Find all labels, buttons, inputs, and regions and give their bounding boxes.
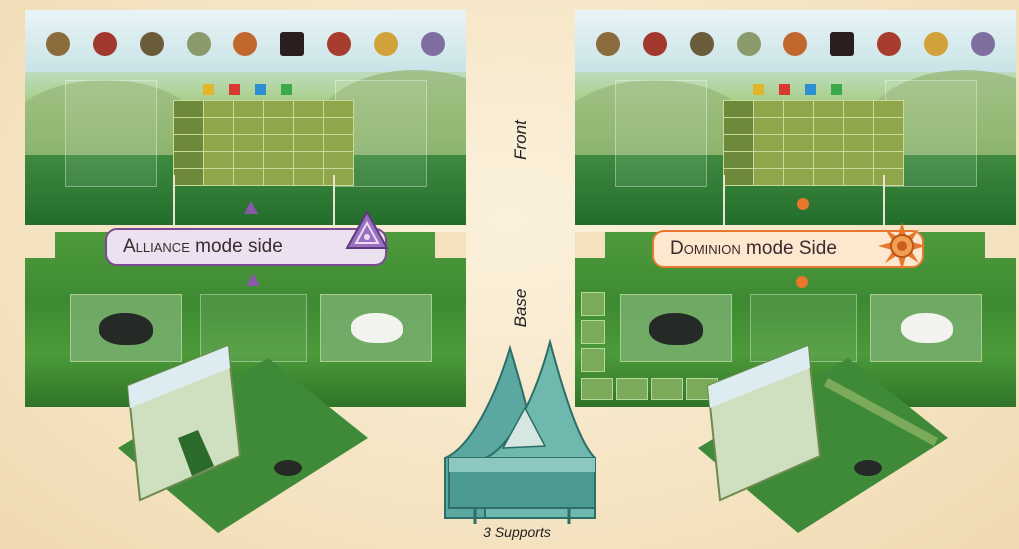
resource-icon: [280, 32, 305, 56]
resource-icon: [420, 32, 445, 56]
support-piece-icon: [444, 338, 596, 524]
track-space: [581, 348, 605, 372]
resource-icon: [643, 32, 668, 56]
resource-icon: [139, 32, 164, 56]
dominion-assembled-board-illustration: [698, 344, 948, 533]
track-space: [581, 292, 605, 316]
alliance-front-board: [25, 10, 466, 225]
goat-icon: [901, 313, 953, 343]
dominion-mode-label: Dominion mode Side: [652, 230, 924, 268]
resource-icon: [373, 32, 398, 56]
cube-row: [203, 84, 292, 95]
cube-row: [753, 84, 842, 95]
resource-icon: [830, 32, 855, 56]
goat-card: [320, 294, 432, 362]
card-slot: [615, 80, 707, 187]
resource-icon: [186, 32, 211, 56]
dominion-sun-icon: [797, 198, 809, 210]
resource-icon: [970, 32, 995, 56]
board-notch: [25, 232, 55, 258]
pig-icon: [99, 313, 153, 345]
alliance-mode-word: Alliance: [123, 236, 190, 257]
goat-icon: [351, 313, 403, 343]
dominion-mode-rest: mode Side: [740, 238, 837, 259]
pig-card: [620, 294, 732, 362]
score-table: [173, 100, 354, 186]
board-notch: [435, 232, 466, 258]
track-space: [581, 320, 605, 344]
score-table: [723, 100, 904, 186]
goat-card: [870, 294, 982, 362]
resource-icon: [923, 32, 948, 56]
alliance-triangle-icon: [345, 209, 389, 249]
track-space: [651, 378, 683, 400]
card-slot: [65, 80, 157, 187]
support-slot-line: [723, 175, 725, 225]
support-slot-line: [883, 175, 885, 225]
board-notch: [575, 232, 605, 258]
resource-icon: [736, 32, 761, 56]
pig-icon: [649, 313, 703, 345]
resource-icon: [46, 32, 71, 56]
board-notch: [985, 232, 1016, 258]
dominion-sun-icon: [878, 222, 926, 270]
dominion-sun-icon: [796, 276, 808, 288]
alliance-mode-rest: mode side: [189, 236, 283, 257]
resource-icon: [783, 32, 808, 56]
pig-card: [70, 294, 182, 362]
supports-label: 3 Supports: [483, 524, 551, 540]
support-slot-line: [333, 175, 335, 225]
support-slot-line: [173, 175, 175, 225]
alliance-mode-label: Alliance mode side: [105, 228, 387, 266]
alliance-triangle-icon: [244, 201, 258, 214]
resource-icon-row: [35, 32, 456, 56]
resource-icon: [233, 32, 258, 56]
resource-icon: [93, 32, 118, 56]
resource-icon: [876, 32, 901, 56]
alliance-triangle-icon: [246, 273, 260, 286]
track-space: [581, 378, 613, 400]
track-space: [616, 378, 648, 400]
resource-icon: [596, 32, 621, 56]
resource-icon: [689, 32, 714, 56]
front-label: Front: [511, 120, 530, 160]
dominion-front-board: [575, 10, 1016, 225]
resource-icon-row: [585, 32, 1006, 56]
left-score-track: [581, 292, 605, 372]
dominion-mode-word: Dominion: [670, 238, 741, 259]
base-label: Base: [511, 288, 530, 328]
resource-icon: [326, 32, 351, 56]
alliance-assembled-board-illustration: [118, 344, 368, 533]
